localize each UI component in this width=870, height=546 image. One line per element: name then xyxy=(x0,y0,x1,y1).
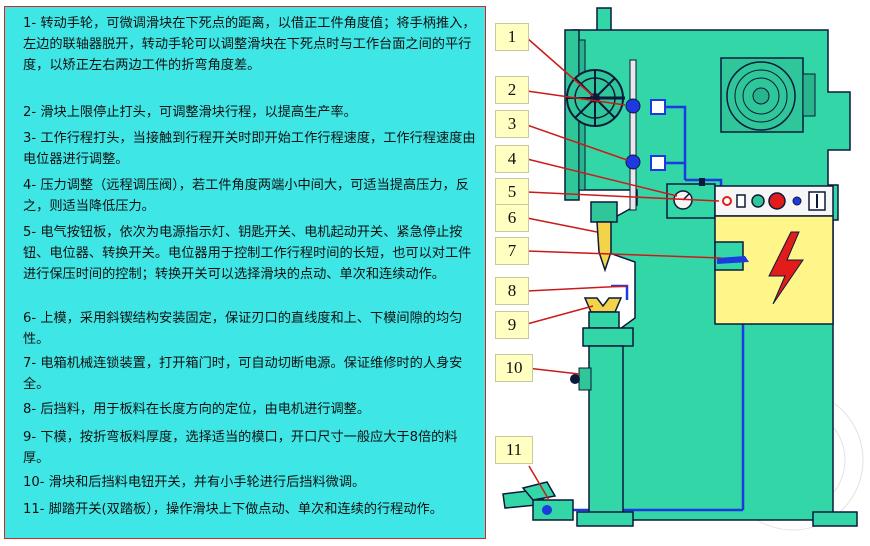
pressure-regulator xyxy=(666,178,716,219)
note-1: 1- 转动手轮，可微调滑块在下死点的距离，以借正工件角度值；将手柄推入，左边的联… xyxy=(23,16,476,73)
note-8: 8- 后挡料，用于板料在长度方向的定位，由电机进行调整。 xyxy=(23,402,371,417)
upper-stop-knob xyxy=(625,98,641,114)
lower-beam xyxy=(588,345,624,521)
top-post xyxy=(596,7,612,33)
note-11: 11- 脚踏开关(双踏板），操作滑块上下做点动、单次和连续的行程动作。 xyxy=(23,502,443,517)
limit-switch-work xyxy=(650,155,666,171)
callout-11: 11 xyxy=(495,436,533,464)
callout-3: 3 xyxy=(495,110,529,138)
callout-9: 9 xyxy=(495,311,529,339)
stroke-rod xyxy=(629,59,637,211)
note-6: 6- 上模，采用斜锲结构安装固定，保证刃口的直线度和上、下模间隙的均匀性。 xyxy=(23,311,463,347)
electric-button-panel xyxy=(714,185,834,217)
callout-4: 4 xyxy=(495,145,529,173)
lower-die-base xyxy=(588,311,620,329)
lightning-bolt-icon xyxy=(768,231,804,305)
note-7: 7- 电箱机械连锁装置，打开箱门时，可自动切断电源。保证维修时的人身安全。 xyxy=(23,356,463,392)
left-foot xyxy=(576,511,634,527)
lower-die xyxy=(583,297,623,313)
foot-pedal-icon xyxy=(502,481,574,521)
interlock-handle xyxy=(717,256,749,264)
door-interlock xyxy=(714,241,744,271)
callout-2: 2 xyxy=(495,76,529,104)
callout-5: 5 xyxy=(495,178,529,206)
callout-8: 8 xyxy=(495,277,529,305)
callout-10: 10 xyxy=(495,354,533,382)
callout-6: 6 xyxy=(495,204,529,232)
note-5: 5- 电气按钮板，依次为电源指示灯、钥匙开关、电机起动开关、紧急停止按钮、电位器… xyxy=(23,225,472,282)
note-3: 3- 工作行程打头，当接触到行程开关时即开始工作行程速度，工作行程速度由电位器进… xyxy=(23,131,476,167)
description-panel: 1- 转动手轮，可微调滑块在下死点的距离，以借正工件角度值；将手柄推入，左边的联… xyxy=(4,6,486,539)
right-foot xyxy=(812,511,858,527)
note-2: 2- 滑块上限停止打头，可调整滑块行程，以提高生产率。 xyxy=(23,105,357,120)
note-9: 9- 下模，按折弯板料厚度，选择适当的模口，开口尺寸一般应大于8倍的料厚。 xyxy=(23,430,458,466)
upper-die xyxy=(596,221,612,273)
work-stop-knob xyxy=(625,154,641,170)
motor-icon xyxy=(720,57,816,133)
note-10: 10- 滑块和后挡料电钮开关，并有小手轮进行后挡料微调。 xyxy=(23,475,366,490)
backgauge-adjust-block xyxy=(578,367,592,391)
limit-switch-upper xyxy=(650,99,666,115)
callout-7: 7 xyxy=(495,237,529,265)
machine-drawing xyxy=(502,7,864,531)
work-table xyxy=(582,327,634,347)
note-4: 4- 压力调整（远程调压阀），若工件角度两端小中间大，可适当提高压力，反之，则适… xyxy=(23,178,469,214)
upper-die-holder xyxy=(590,201,618,223)
backgauge-small-handwheel xyxy=(570,374,580,384)
callout-leader-lines xyxy=(526,37,722,501)
callout-1: 1 xyxy=(495,23,529,51)
press-brake-diagram: 1 2 3 4 5 6 7 8 9 10 11 xyxy=(493,0,870,546)
